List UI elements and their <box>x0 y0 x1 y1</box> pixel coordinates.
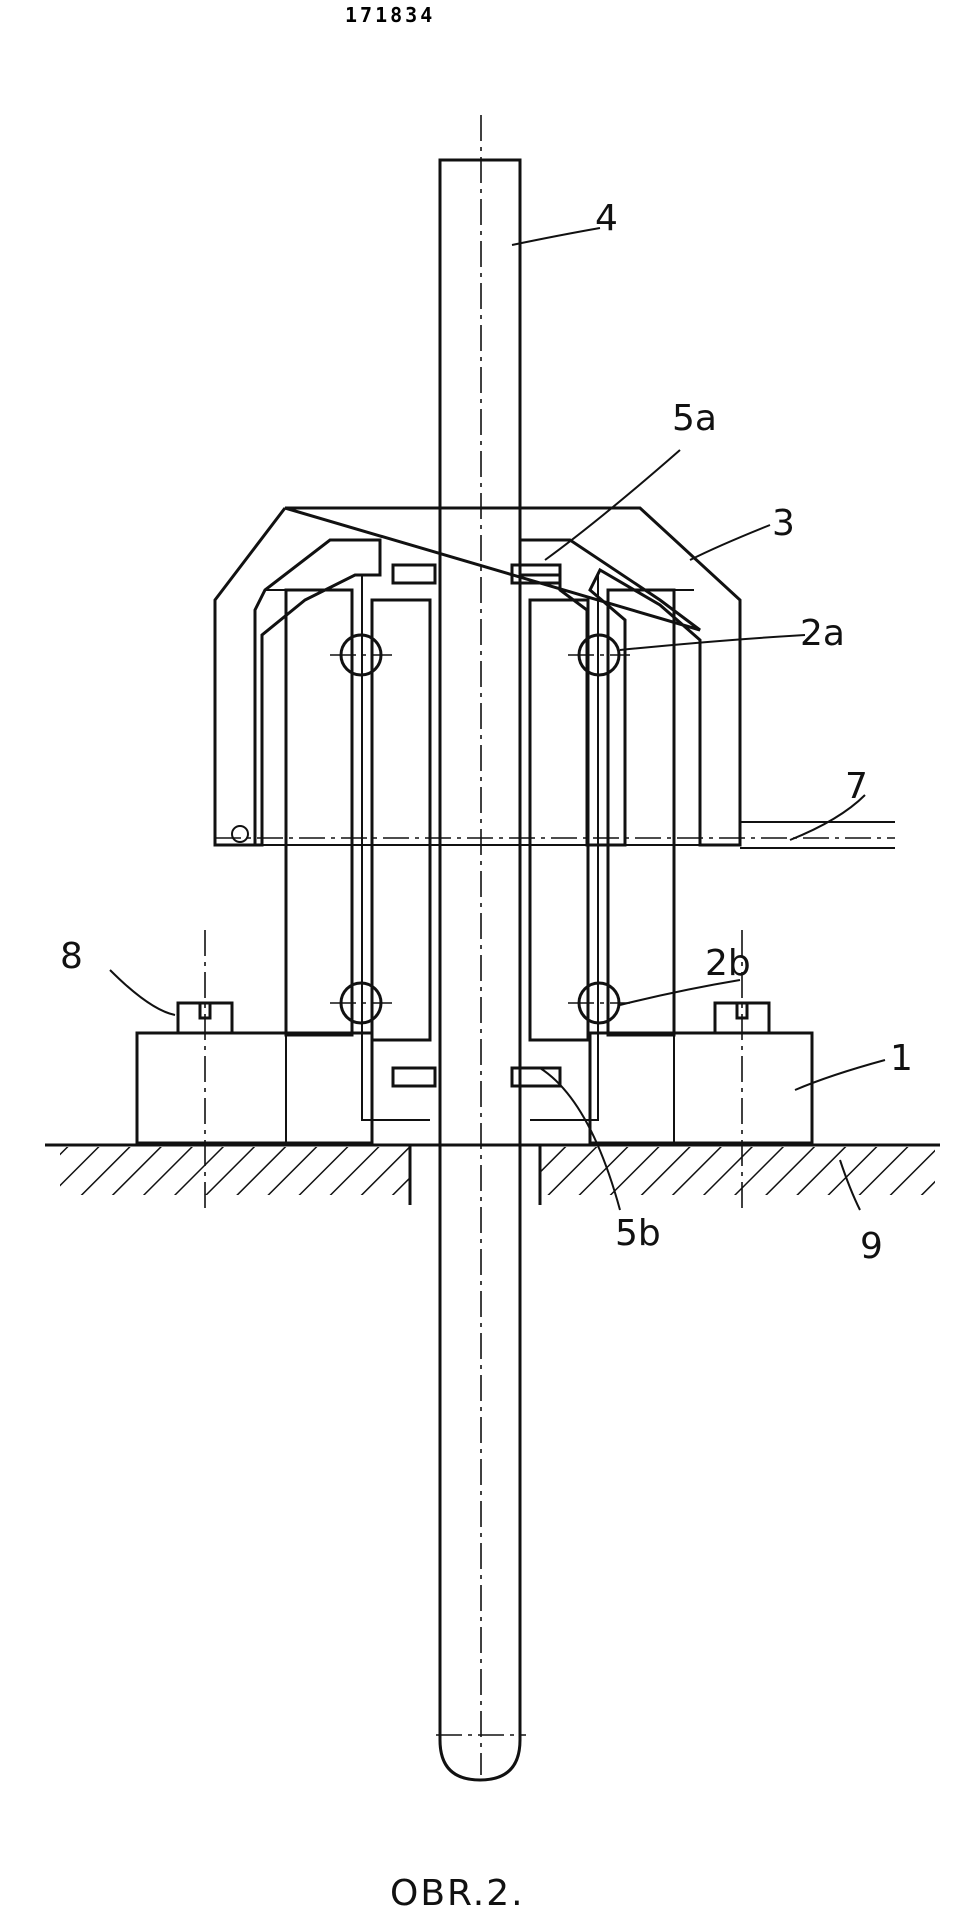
washers <box>391 563 562 1088</box>
label-floor: 9 <box>860 1226 883 1267</box>
label-screw: 8 <box>60 936 83 977</box>
patent-number: 171834 <box>345 3 435 27</box>
cable <box>215 821 895 849</box>
label-cable: 7 <box>845 766 868 807</box>
label-washer-top: 5a <box>672 398 717 439</box>
mounting-screws <box>176 1001 771 1035</box>
inner-body <box>266 575 694 1144</box>
floor-surface <box>45 1143 940 1205</box>
leader-lines <box>109 227 886 1211</box>
label-ball-top: 2a <box>800 613 845 654</box>
label-base: 1 <box>890 1038 913 1079</box>
outer-cap <box>213 506 742 847</box>
figure-caption: OBR.2. <box>390 1873 525 1914</box>
label-washer-bottom: 5b <box>615 1213 661 1254</box>
label-cap: 3 <box>772 503 795 544</box>
ball-bearings <box>330 633 630 1025</box>
label-rod: 4 <box>595 198 618 239</box>
central-rod <box>436 158 526 1782</box>
label-ball-bottom: 2b <box>705 943 751 984</box>
